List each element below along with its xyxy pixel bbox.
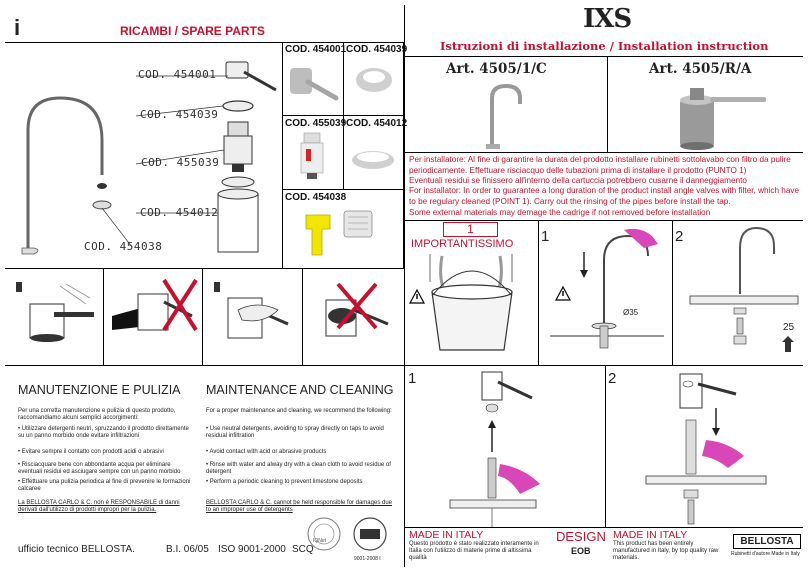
design-label: DESIGN [556, 529, 606, 544]
callout-454001: COD. 454001 [138, 68, 217, 81]
design-sub: EOB [571, 546, 591, 556]
step-d-number: 2 [608, 370, 617, 387]
warning-it-1: Per installatore: Al fine di garantire l… [409, 155, 791, 175]
footer-bi: B.I. 06/05 [166, 544, 209, 555]
article-left: Art. 4505/1/C [446, 61, 547, 77]
made-in-italy-it-text: Questo prodotto è stato realizzato inter… [409, 541, 539, 562]
maintenance-intro-it: Per una corretta manutenzione e pulizia … [18, 408, 176, 422]
key-photo [305, 210, 373, 256]
step-div-3 [605, 365, 606, 527]
iqnet-label: IQNet [313, 538, 327, 544]
callout-454039: COD. 454039 [140, 108, 219, 121]
step-1-box: 1 [443, 222, 498, 237]
hole-diameter: Ø35 [623, 308, 639, 317]
footer-office: ufficio tecnico BELLOSTA. [18, 544, 135, 555]
right-footer-rule [405, 527, 803, 528]
certification-seal-icon [307, 517, 341, 551]
step-div-1 [538, 220, 539, 365]
flush-bucket-drawing [429, 254, 513, 351]
part-label-455039: COD. 455039 [285, 118, 347, 129]
lever-photo [290, 68, 339, 101]
step-b-number: 2 [675, 228, 684, 245]
footer-iso: ISO 9001-2000 [218, 544, 286, 555]
mixer-assembly-drawing-1 [449, 371, 540, 528]
wrench-size: 25 [783, 322, 795, 333]
cert-number: 9001-2008 I [354, 556, 381, 562]
made-in-italy-en: MADE IN ITALY [613, 529, 688, 541]
exploded-view-drawing [21, 61, 277, 255]
warning-it-2: Eventuali residui se finissero all'inter… [409, 176, 747, 185]
step-row-rule [405, 365, 803, 366]
warning-en-2: Some external materials may demage the c… [409, 208, 711, 217]
install-title: Istruzioni di installazione / Installati… [440, 39, 769, 53]
caution-icon [408, 288, 426, 304]
bullet-it-3: Risciacquare bene con abbondante acqua p… [18, 462, 196, 476]
callout-455039: COD. 455039 [141, 156, 220, 169]
picto-div-3 [302, 268, 303, 365]
part-label-454038: COD. 454038 [285, 192, 347, 203]
made-in-italy-it: MADE IN ITALY [409, 529, 484, 541]
maintenance-intro-en: For a proper maintenance and cleaning, w… [206, 408, 392, 414]
disclaimer-it: La BELLOSTA CARLO & C. non è RESPONSABIL… [18, 500, 180, 514]
article-bottom-rule [405, 152, 803, 153]
left-top-rule [5, 42, 404, 43]
made-in-italy-en-text: This product has been entirely manufactu… [613, 541, 719, 562]
part-label-454012: COD. 454012 [346, 118, 408, 129]
page-marker: i [14, 15, 21, 40]
spray-cloth-pictogram [16, 282, 94, 342]
spout-install-drawing [550, 228, 664, 349]
brand-logo: IXS [583, 4, 632, 34]
part-label-454001: COD. 454001 [285, 44, 347, 55]
maintenance-title-it: MANUTENZIONE E PULIZIA [18, 383, 181, 397]
picto-div-1 [103, 268, 104, 365]
bullet-en-4: Perform a periodic cleaning to prevent l… [206, 479, 396, 486]
faucet-mixer-image [680, 88, 766, 150]
bullet-it-1: Utilizzare detergenti neutri, spruzzando… [18, 426, 196, 440]
cloth-wipe-pictogram [214, 282, 289, 339]
mixer-assembly-drawing-2 [645, 373, 767, 525]
article-divider [607, 56, 608, 152]
picto-div-2 [202, 268, 203, 365]
cartridge-photo [300, 132, 324, 179]
disclaimer-en: BELLOSTA CARLO & C. cannot be held respo… [206, 500, 392, 514]
right-header-rule [405, 56, 803, 57]
bullet-it-2: Evitare sempre il contatto con prodotti … [18, 449, 196, 456]
bullet-it-4: Effettuare una pulizia periodica al fine… [18, 479, 196, 493]
left-mid-rule [5, 268, 404, 269]
callout-454012: COD. 454012 [140, 206, 219, 219]
step-c-number: 1 [408, 370, 417, 387]
important-label: IMPORTANTISSIMO [411, 238, 514, 250]
spray-direct-pictogram [112, 278, 198, 332]
bellosta-tagline: Rubinetti d'autore Made in Italy [731, 551, 800, 557]
center-divider [404, 5, 405, 567]
bullet-en-2: Avoid contact with acid or abrasive prod… [206, 449, 396, 456]
warning-bottom-rule [405, 220, 803, 221]
part-cell-454038 [282, 189, 404, 269]
caution-icon-2 [554, 285, 572, 301]
part-label-454039: COD. 454039 [346, 44, 408, 55]
spare-parts-title: RICAMBI / SPARE PARTS [120, 24, 265, 38]
warning-en-1: For installator: In order to guarantee a… [409, 186, 800, 206]
maintenance-title-en: MAINTENANCE AND CLEANING [206, 383, 394, 397]
step-div-2 [672, 220, 673, 365]
ring-photo [356, 68, 392, 92]
bullet-en-3: Rinse with water and alway dry with a cl… [206, 462, 396, 476]
bellosta-logo: BELLOSTA [733, 534, 801, 549]
abrasive-pictogram [325, 282, 389, 337]
nut-photo [352, 151, 394, 169]
article-right: Art. 4505/R/A [649, 61, 752, 77]
callout-454038: COD. 454038 [84, 240, 163, 253]
footer-scq: SCQ [292, 544, 314, 555]
tighten-nut-drawing [689, 226, 799, 352]
faucet-spout-image [486, 83, 522, 149]
left-bottom-rule [5, 365, 404, 366]
quality-system-logo-icon [353, 517, 387, 551]
bullet-en-1: Use neutral detergents, avoiding to spra… [206, 426, 396, 440]
step-a-number: 1 [541, 228, 550, 245]
